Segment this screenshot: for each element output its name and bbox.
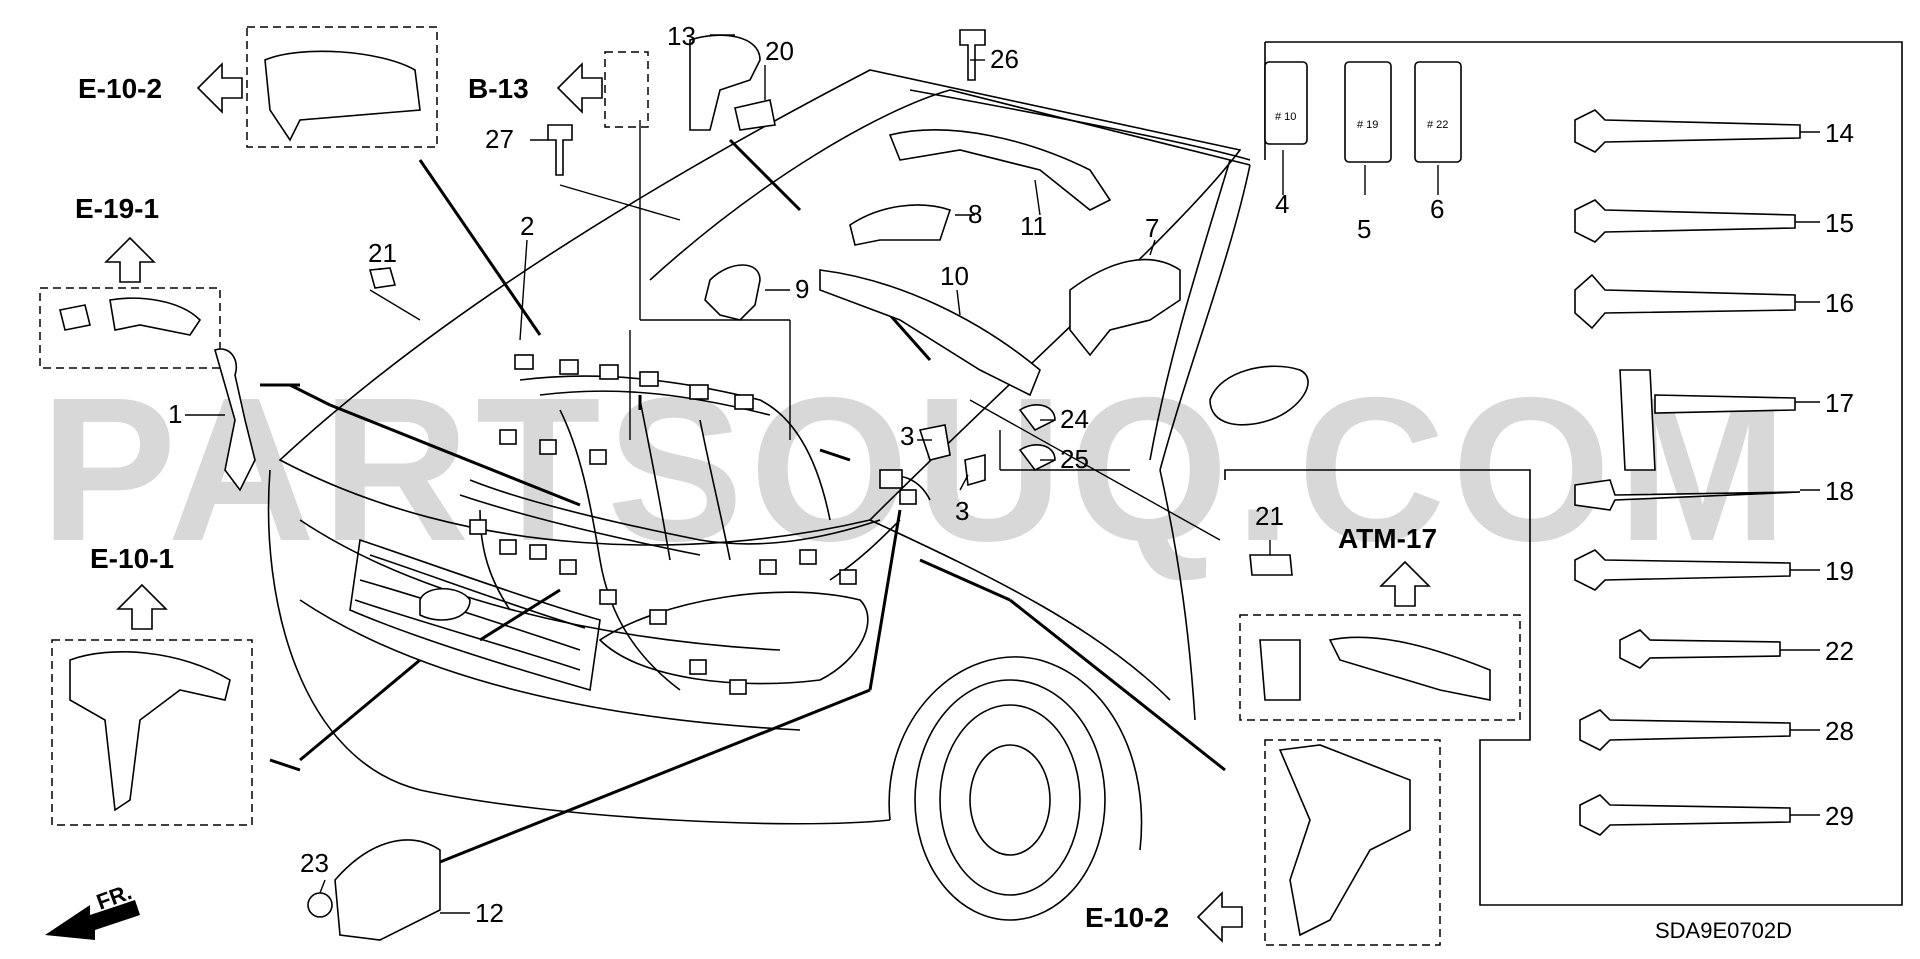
- callout-9[interactable]: 9: [795, 274, 809, 304]
- callout-15[interactable]: 15: [1825, 208, 1854, 238]
- ref-e-10-2-top[interactable]: E-10-2: [78, 73, 162, 104]
- ref-atm-17[interactable]: ATM-17: [1338, 523, 1437, 554]
- callout-19[interactable]: 19: [1825, 556, 1854, 586]
- callout-4[interactable]: 4: [1275, 189, 1289, 219]
- callout-14[interactable]: 14: [1825, 118, 1854, 148]
- callout-7[interactable]: 7: [1145, 213, 1159, 243]
- callout-11[interactable]: 11: [1020, 211, 1047, 241]
- front-direction-arrow-icon: [45, 900, 140, 940]
- callout-22[interactable]: 22: [1825, 636, 1854, 666]
- callout-3[interactable]: 3: [955, 496, 969, 526]
- callout-21[interactable]: 21: [1255, 501, 1284, 531]
- diagram-code: SDA9E0702D: [1655, 918, 1792, 943]
- arrow-up-icon: [104, 236, 156, 283]
- callout-2[interactable]: 2: [520, 211, 534, 241]
- leader-lines: [260, 120, 1226, 872]
- callout-28[interactable]: 28: [1825, 716, 1854, 746]
- callout-26[interactable]: 26: [990, 44, 1019, 74]
- ref-b-13[interactable]: B-13: [468, 73, 529, 104]
- car-body: [267, 69, 1309, 921]
- callout-10[interactable]: 10: [940, 261, 969, 291]
- callout-23[interactable]: 23: [300, 848, 329, 878]
- ref-e-10-2-bottom[interactable]: E-10-2: [1085, 902, 1169, 933]
- arrow-up-icon: [116, 583, 168, 630]
- clip-mark-4: # 10: [1275, 111, 1296, 123]
- callout-25[interactable]: 25: [1060, 444, 1089, 474]
- engine-wire-harness: [459, 354, 931, 695]
- callout-6[interactable]: 6: [1430, 194, 1444, 224]
- callout-12[interactable]: 12: [475, 898, 504, 928]
- callout-27[interactable]: 27: [485, 124, 514, 154]
- callout-17[interactable]: 17: [1825, 388, 1854, 418]
- callout-1[interactable]: 1: [168, 399, 182, 429]
- arrow-left-icon: [556, 62, 603, 114]
- ref-e-19-1[interactable]: E-19-1: [75, 193, 159, 224]
- callout-29[interactable]: 29: [1825, 801, 1854, 831]
- callout-3[interactable]: 3: [900, 421, 914, 451]
- callout-16[interactable]: 16: [1825, 288, 1854, 318]
- ref-e-10-1[interactable]: E-10-1: [90, 543, 174, 574]
- arrow-up-icon: [1379, 560, 1431, 607]
- callout-leaders: [185, 34, 1820, 914]
- direction-arrows: [45, 62, 1431, 943]
- callout-20[interactable]: 20: [765, 36, 794, 66]
- callout-8[interactable]: 8: [968, 199, 982, 229]
- clip-mark-6: # 22: [1427, 119, 1448, 131]
- frames: [39, 26, 1903, 946]
- parts: [59, 29, 1801, 941]
- callout-5[interactable]: 5: [1357, 214, 1371, 244]
- callout-21[interactable]: 21: [368, 238, 397, 268]
- callout-18[interactable]: 18: [1825, 476, 1854, 506]
- arrow-left-icon: [1196, 891, 1243, 943]
- callout-24[interactable]: 24: [1060, 404, 1089, 434]
- callout-13[interactable]: 13: [667, 21, 696, 51]
- clip-mark-5: # 19: [1357, 119, 1378, 131]
- arrow-left-icon: [196, 62, 243, 114]
